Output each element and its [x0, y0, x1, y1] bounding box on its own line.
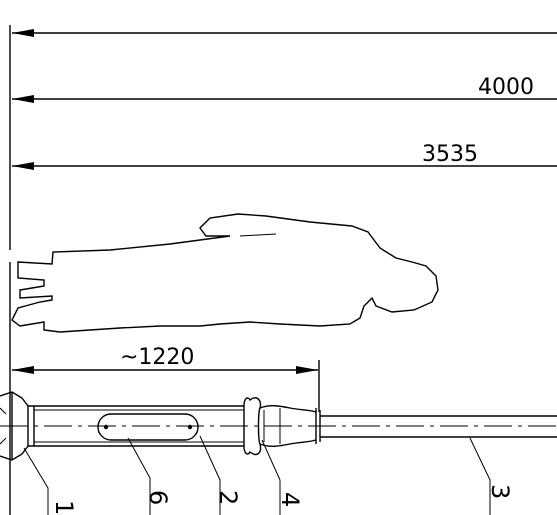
dimension-3535: 3535 [12, 142, 557, 170]
main-tube [28, 405, 244, 447]
dimension-4000: 4000 [12, 75, 557, 103]
silhouette-arm-line [239, 233, 277, 237]
dimension-1220-label: ~1220 [120, 345, 194, 370]
end-cap [0, 391, 29, 461]
slot [97, 413, 199, 441]
dimension-top [12, 29, 557, 37]
dimension-4000-label: 4000 [478, 75, 534, 100]
leader-lines [23, 435, 491, 515]
callout-2: 2 [214, 490, 242, 505]
callout-4: 4 [276, 492, 304, 507]
dimension-1220: ~1220 [12, 345, 320, 412]
callout-3: 3 [486, 484, 514, 499]
dimension-3535-label: 3535 [422, 142, 478, 167]
callout-1: 1 [50, 500, 78, 515]
human-silhouette [11, 213, 439, 333]
callout-6: 6 [144, 490, 172, 505]
thin-tube [320, 415, 557, 438]
